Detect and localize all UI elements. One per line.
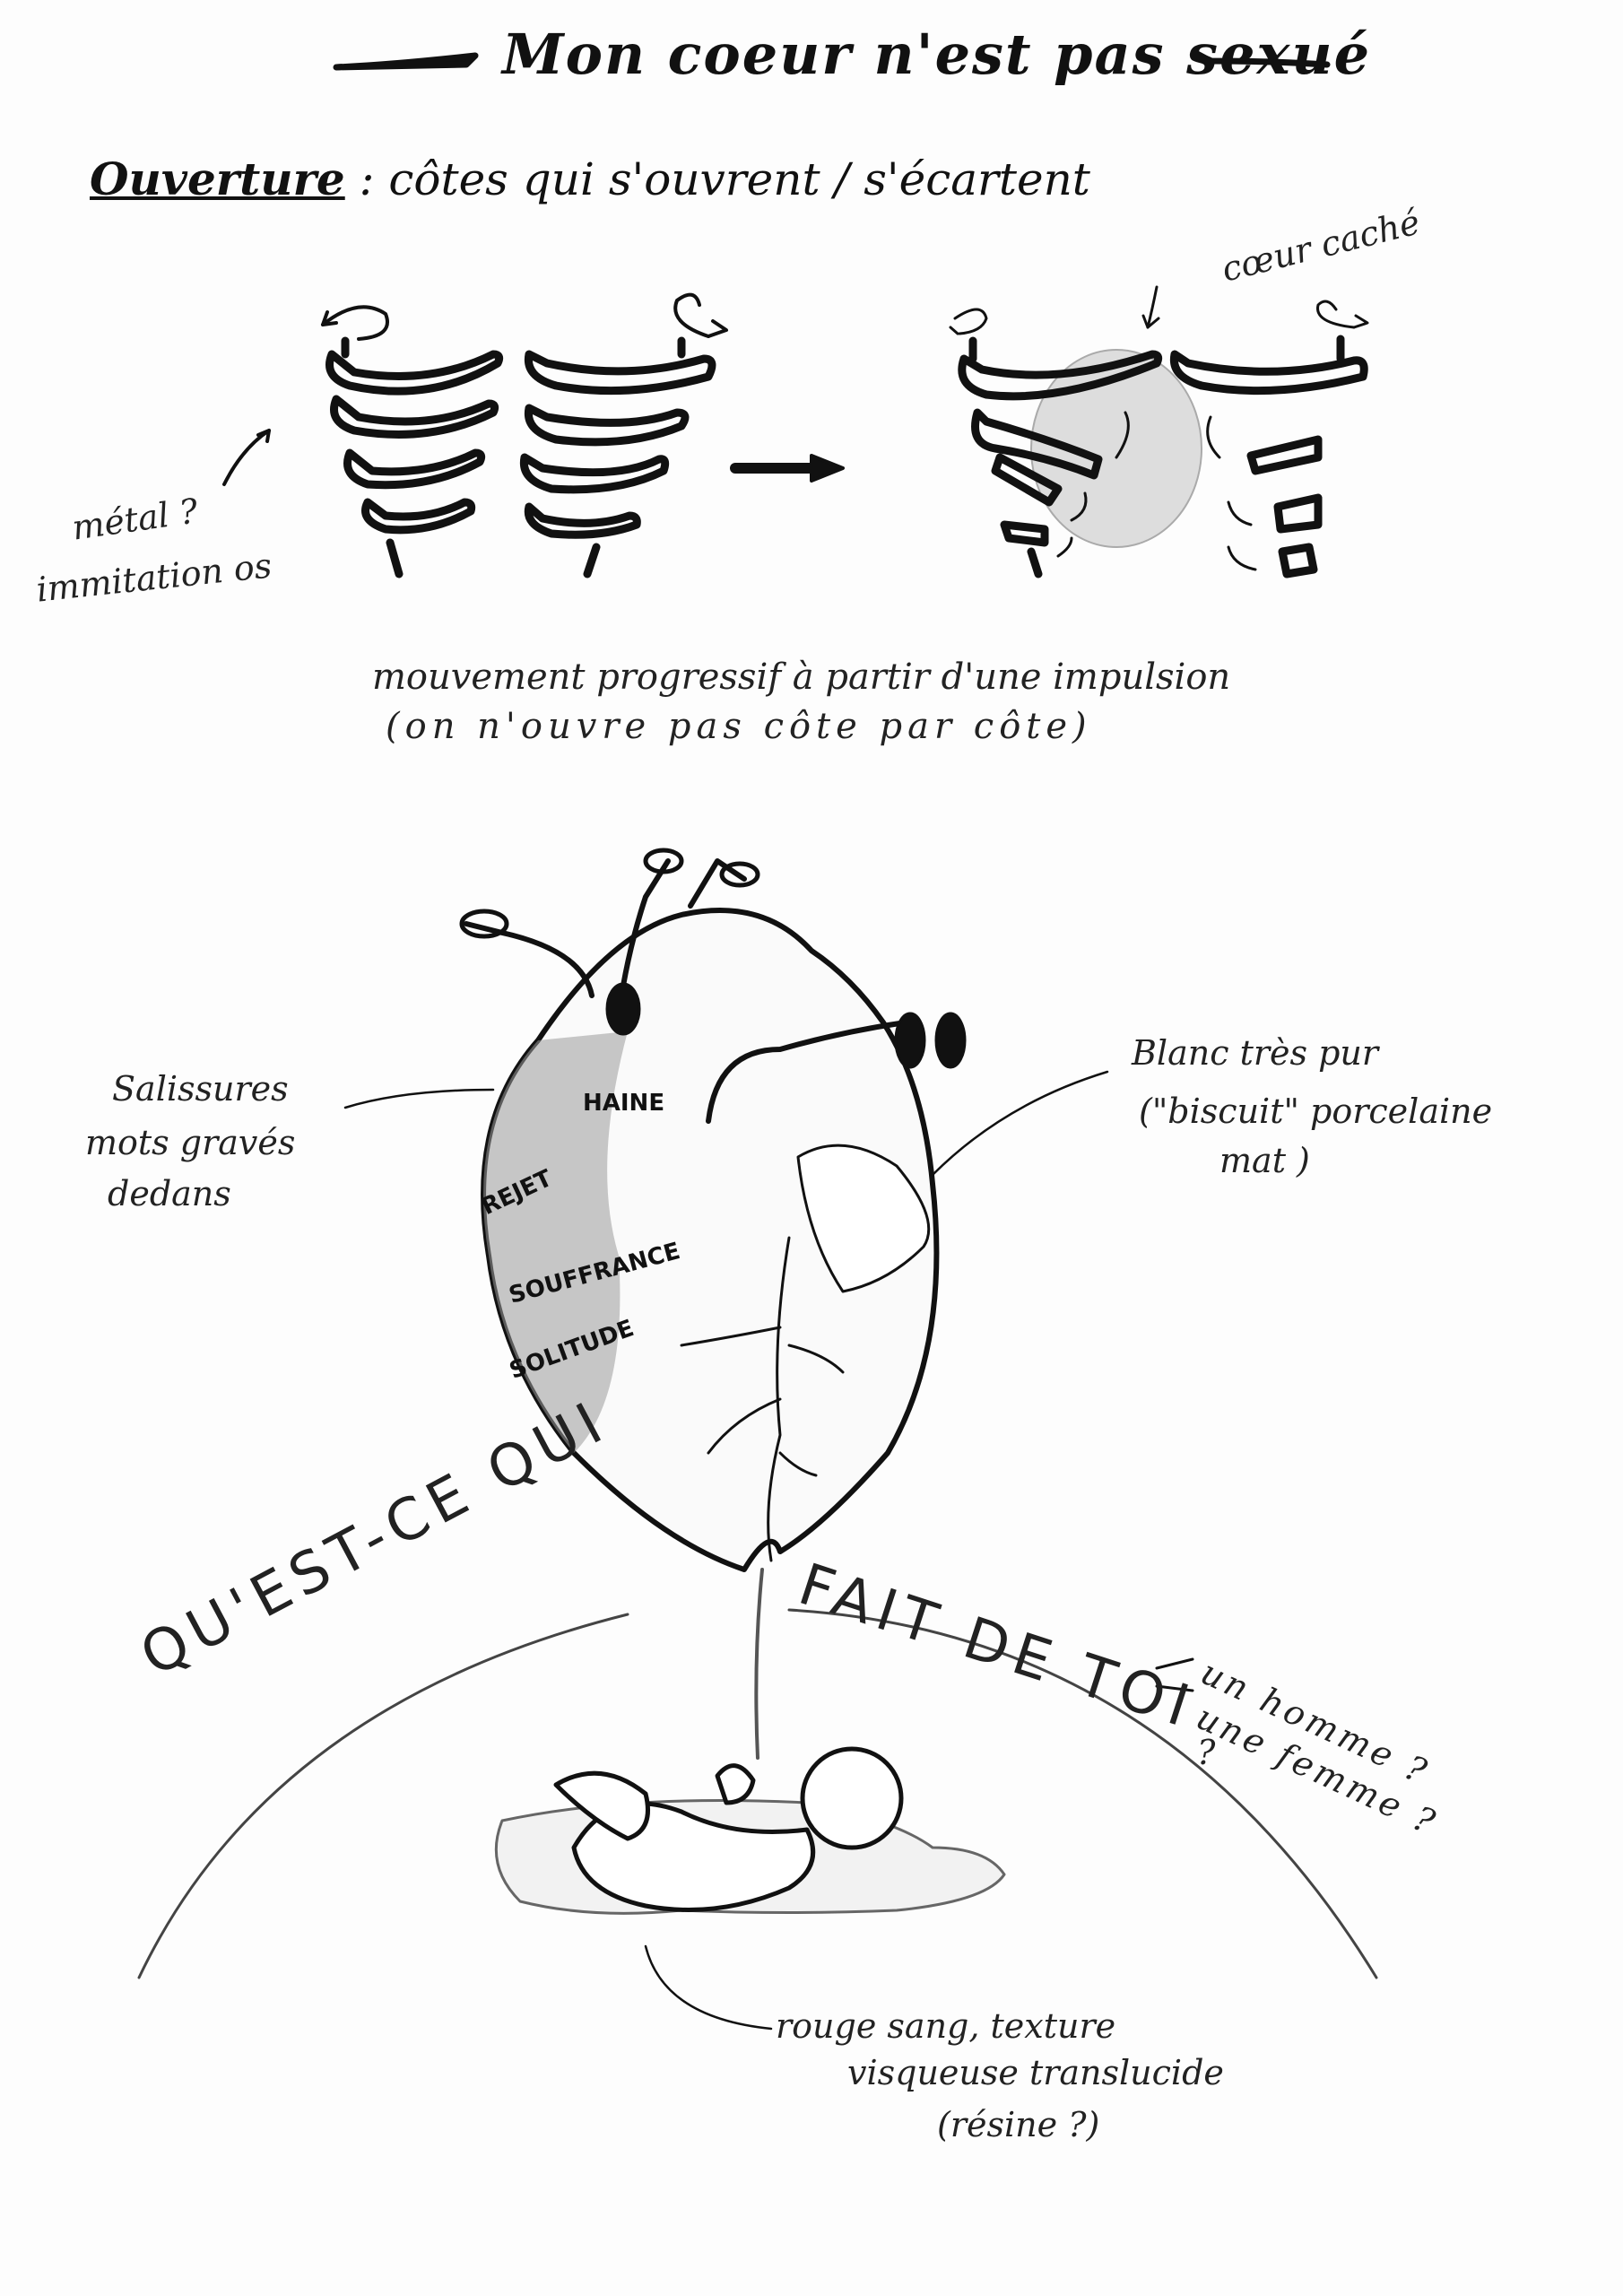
title-flourish-right xyxy=(1193,50,1331,68)
page-title: Mon coeur n'est pas sexué xyxy=(502,22,1372,87)
pool-note-1: rouge sang, texture xyxy=(776,2006,1116,2046)
subtitle-text: côtes qui s'ouvrent / s'écartent xyxy=(388,153,1090,205)
title-flourish-left xyxy=(333,52,479,71)
pointer-line-blanc xyxy=(931,1070,1109,1177)
rotation-arrows-left xyxy=(222,292,728,486)
note-dirt-2: mots gravés xyxy=(85,1123,296,1162)
note-white-1: Blanc très pur xyxy=(1132,1033,1379,1073)
note-dirt-3: dedans xyxy=(108,1174,231,1213)
earth-arc xyxy=(137,1608,1378,1979)
pointer-line-metal xyxy=(222,429,271,486)
baby-head xyxy=(800,1746,904,1850)
note-white-2: ("biscuit" porcelaine xyxy=(1139,1091,1493,1131)
pool-note-3: (résine ?) xyxy=(937,2105,1100,2144)
pool-note-2: visqueuse translucide xyxy=(847,2053,1224,2092)
options-bracket xyxy=(1155,1657,1194,1692)
subtitle-separator: : xyxy=(359,153,375,205)
option-other: ? xyxy=(1197,1733,1216,1772)
baby-legs xyxy=(553,1770,650,1841)
heart-word-haine: HAINE xyxy=(583,1090,665,1117)
pointer-line-salissures xyxy=(343,1088,495,1109)
heart-crack xyxy=(680,1236,845,1562)
ribcage-open xyxy=(958,335,1368,578)
baby-drawing xyxy=(553,1746,904,1912)
subtitle: Ouverture : côtes qui s'ouvrent / s'écar… xyxy=(90,157,1090,203)
blood-drip xyxy=(754,1568,764,1760)
heart-drawing xyxy=(459,848,967,1760)
heart-porcelain-patch xyxy=(796,1144,931,1293)
note-dirt-1: Salissures xyxy=(112,1069,289,1109)
pulmonary-artery xyxy=(706,1020,908,1124)
baby-arm xyxy=(715,1763,756,1805)
ribcage-closed xyxy=(325,336,716,578)
heart-dirty-side xyxy=(483,1031,628,1453)
pointer-line-pool xyxy=(644,1944,773,2031)
hidden-heart-shading xyxy=(1030,349,1202,548)
note-movement-detail: (on n'ouvre pas côte par côte) xyxy=(386,706,1092,747)
movement-arrows xyxy=(949,285,1369,571)
note-white-3: mat ) xyxy=(1219,1141,1310,1180)
note-movement: mouvement progressif à partir d'une impu… xyxy=(372,657,1231,698)
subtitle-label: Ouverture xyxy=(90,152,345,205)
